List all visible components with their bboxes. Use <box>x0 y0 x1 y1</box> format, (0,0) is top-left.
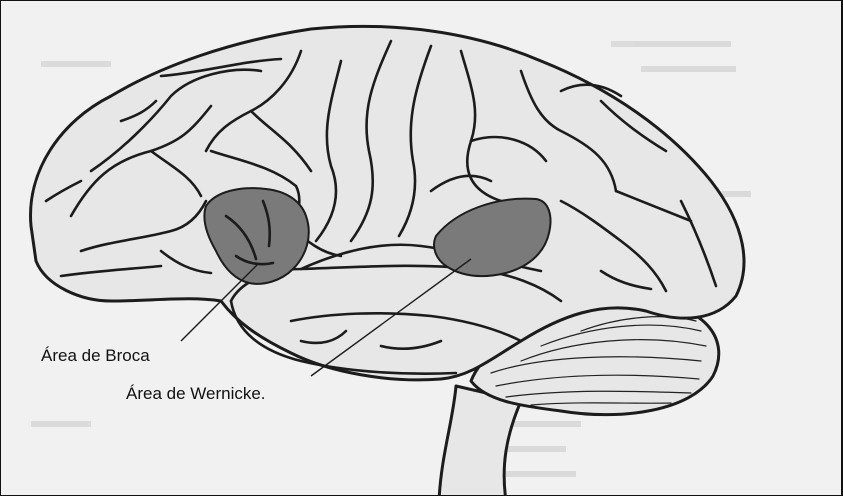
wernicke-label: Área de Wernicke. <box>126 384 266 404</box>
broca-label: Área de Broca <box>41 346 150 366</box>
